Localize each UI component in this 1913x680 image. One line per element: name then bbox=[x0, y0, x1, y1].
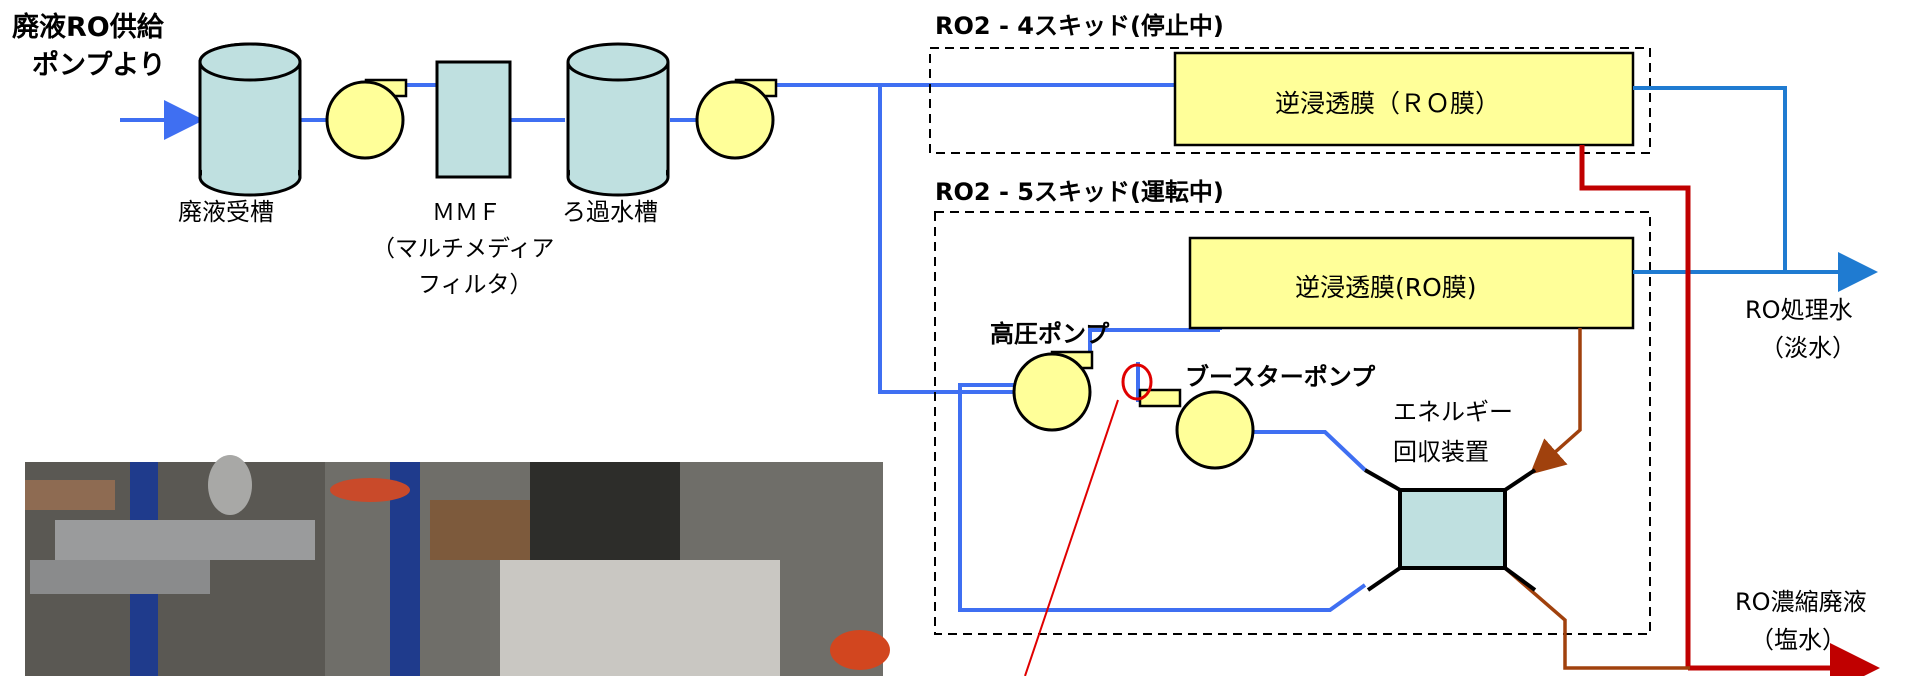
concentrate-label-line1: RO濃縮廃液 bbox=[1735, 588, 1867, 616]
mmf-label-line3: フィルタ） bbox=[418, 272, 533, 298]
mmf-label-line1: ＭＭＦ bbox=[432, 200, 501, 226]
feed-pump-1 bbox=[325, 78, 408, 160]
energy-recovery-device bbox=[1364, 468, 1537, 592]
skid-ro2-4-boundary bbox=[929, 47, 1651, 154]
source-label-line1: 廃液RO供給 bbox=[12, 11, 165, 43]
skid-ro2-5-title: RO2 - 5スキッド(運転中) bbox=[935, 178, 1224, 206]
equipment-photo bbox=[25, 455, 890, 676]
skid-ro2-4-title: RO2 - 4スキッド(停止中) bbox=[935, 12, 1224, 40]
booster-pump-label: ブースターポンプ bbox=[1185, 363, 1376, 391]
energy-recovery-label-line2: 回収装置 bbox=[1393, 438, 1489, 466]
treated-water-label-line2: （淡水） bbox=[1760, 334, 1856, 362]
skid-ro2-5-membrane-label: 逆浸透膜(RO膜) bbox=[1295, 273, 1477, 302]
skid-ro2-4-membrane bbox=[1173, 51, 1635, 147]
concentrate-pipe-red bbox=[1579, 145, 1880, 680]
skid-ro2-4-membrane-label: 逆浸透膜（ＲＯ膜） bbox=[1275, 89, 1500, 118]
concentrate-label-line2: （塩水） bbox=[1750, 626, 1846, 654]
filtered-water-tank bbox=[566, 42, 670, 197]
filtered-water-tank-label: ろ過水槽 bbox=[562, 198, 658, 226]
booster-pump bbox=[1138, 388, 1262, 470]
waste-receiving-tank-label: 廃液受槽 bbox=[178, 198, 274, 226]
feed-pump-2 bbox=[695, 78, 778, 160]
skid-ro2-5-boundary bbox=[934, 211, 1651, 635]
concentrate-pipes-brown bbox=[1503, 328, 1690, 670]
mmf-filter bbox=[435, 60, 512, 179]
waste-receiving-tank bbox=[198, 42, 302, 197]
energy-recovery-label-line1: エネルギー bbox=[1393, 398, 1513, 426]
mmf-label-line2: （マルチメディア bbox=[372, 236, 554, 262]
leak-point-highlight bbox=[1121, 363, 1153, 401]
high-pressure-pump bbox=[1012, 350, 1094, 432]
feed-pipes bbox=[300, 83, 1367, 612]
source-label-line2: ポンプより bbox=[32, 50, 166, 81]
high-pressure-pump-label: 高圧ポンプ bbox=[990, 320, 1110, 348]
skid-ro2-5-membrane bbox=[1188, 236, 1635, 330]
treated-water-pipes bbox=[1633, 86, 1878, 292]
treated-water-label-line1: RO処理水 bbox=[1745, 296, 1853, 324]
leak-pointer-line bbox=[1024, 399, 1119, 677]
